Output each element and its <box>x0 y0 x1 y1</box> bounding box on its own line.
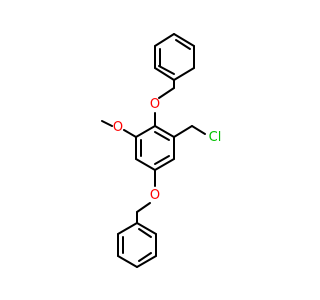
methoxy-oxygen-label: O <box>113 120 123 135</box>
bond <box>154 33 175 47</box>
aromatic-inner-bond <box>138 228 152 238</box>
bond <box>117 255 138 268</box>
bond <box>154 158 175 171</box>
bond <box>154 67 175 81</box>
benzyl-ch2-bond <box>158 87 175 99</box>
bond <box>173 67 195 81</box>
chloromethyl-bond <box>173 125 193 138</box>
ether-oxygen-top-label: O <box>150 97 160 112</box>
methoxy-methyl-bond <box>101 120 113 127</box>
ether-oxygen-bottom-label: O <box>150 188 160 203</box>
aromatic-inner-bond <box>154 155 170 165</box>
bond <box>135 158 156 171</box>
bond <box>136 222 157 235</box>
bond <box>117 222 138 235</box>
bond <box>154 125 175 138</box>
bond <box>135 125 156 138</box>
aromatic-inner-bond <box>158 65 175 75</box>
central-aromatic-ring <box>135 125 175 171</box>
benzyl-ch2-bond <box>136 202 151 213</box>
bottom-phenyl-ring <box>117 222 157 268</box>
molecule-structure-diagram: O O Cl O <box>101 33 222 268</box>
aromatic-inner-bond <box>154 131 170 141</box>
methoxy-bond <box>123 129 137 138</box>
chlorine-label: Cl <box>209 130 222 145</box>
aromatic-inner-bond <box>138 252 152 262</box>
aromatic-inner-bond <box>175 39 191 50</box>
bond <box>136 255 157 268</box>
chloromethyl-bond <box>191 125 206 135</box>
top-phenyl-ring <box>154 33 195 81</box>
bond <box>173 33 195 47</box>
